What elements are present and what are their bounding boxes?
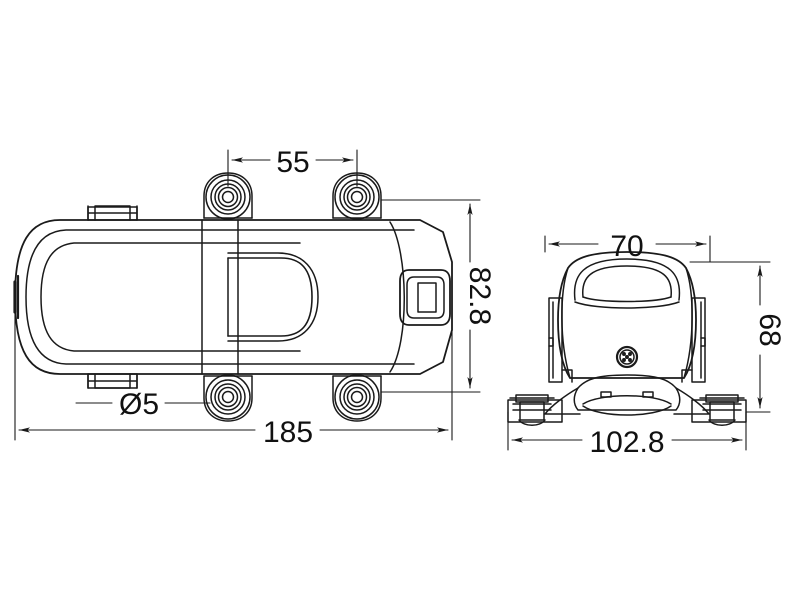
front-base-plate [573,374,681,411]
foot-bolt-right [699,394,745,426]
top-view-group [13,149,481,441]
dimension-82-8 [380,199,481,393]
dimension-55 [227,149,358,187]
pump-body-outline [14,219,453,375]
front-view-group [507,235,771,451]
front-body-outline [557,251,697,379]
foot-bolt-left [509,394,555,426]
front-top-shroud-band [582,296,672,303]
front-base-wing-left [544,387,581,415]
front-top-shroud [573,258,681,301]
front-base-lower-arc [582,405,672,416]
mount-plate-bottom-left [203,375,253,422]
mount-plate-edge-lines [203,217,382,377]
front-base-slot-left [600,391,612,398]
outlet-port-inner [406,276,445,319]
front-top-shroud-inner [582,265,672,298]
dimension-label-82-8: 82.8 [463,267,496,325]
bracket-link-right [681,369,693,383]
front-base-inner-arc [582,395,672,405]
outlet-port-inner-2 [417,282,437,313]
right-end-cap-arc [389,221,405,373]
outlet-port-outer [399,269,451,326]
pump-housing-taper [227,252,319,342]
dimension-70 [544,235,711,263]
front-base-slot-right [642,391,654,398]
dimension-label-70: 70 [610,230,643,263]
dimension-label-68: 68 [753,313,786,346]
body-inner-contour-2 [40,242,301,352]
top-boss-outline [87,206,138,221]
dimension-label-55: 55 [276,146,309,179]
dimension-label-hole-diameter: Ø5 [119,388,159,421]
dimension-label-102-8: 102.8 [589,426,664,459]
side-bracket-right [691,297,706,383]
body-inner-contour-1 [25,229,415,365]
front-top-shroud-band2 [574,301,680,309]
dimension-185 [14,309,453,441]
electrical-connector-icon [615,345,639,369]
bottom-boss-outline [87,373,138,389]
front-base-wing-right [673,387,710,415]
dimension-102-8 [507,411,747,451]
top-boss-fitting [87,205,138,221]
dimension-label-185: 185 [263,416,313,449]
bolt-bottom-right [334,374,380,420]
mount-plate-bottom-right [332,375,382,422]
bottom-boss-fitting [87,373,138,389]
dimension-68 [689,261,771,413]
bolt-bottom-left [205,374,251,420]
pump-housing-block [227,257,313,337]
bracket-link-left [561,369,573,383]
side-bracket-left [548,297,563,383]
